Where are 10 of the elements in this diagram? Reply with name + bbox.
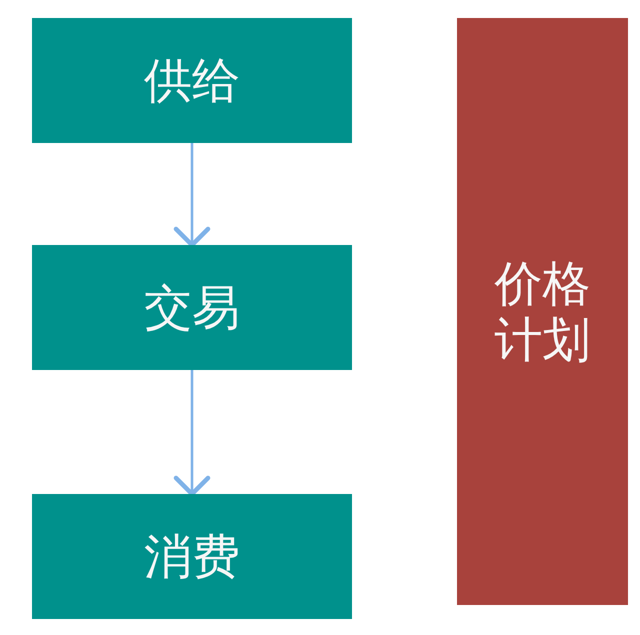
side-box <box>457 18 628 605</box>
node-label: 价格计划 <box>494 256 592 368</box>
node-label: 供给 <box>144 52 240 108</box>
process-box <box>32 245 352 370</box>
node-label: 交易 <box>144 280 240 336</box>
arrow <box>174 143 210 248</box>
node-label: 消费 <box>144 528 240 584</box>
process-box <box>32 494 352 619</box>
process-box <box>32 18 352 143</box>
arrow <box>174 370 210 496</box>
